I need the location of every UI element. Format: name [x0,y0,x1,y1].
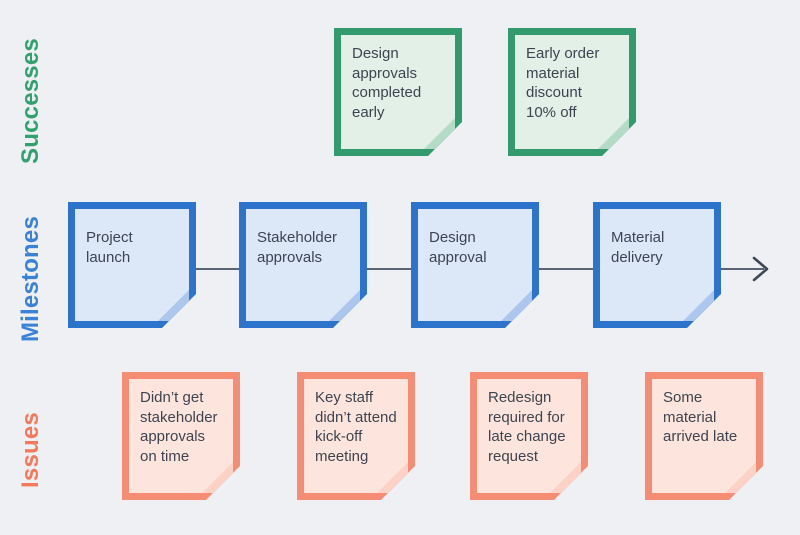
milestone-note-text: Material delivery [611,229,665,266]
milestone-note-surface: Design approval [411,202,539,328]
milestone-note[interactable]: Design approval [411,202,539,328]
milestone-note-body [75,209,189,321]
milestone-note[interactable]: Stakeholder approvals [239,202,367,328]
success-note[interactable]: Design approvals completed early [334,28,462,156]
milestone-note-text: Stakeholder approvals [257,229,338,266]
success-note-body [341,35,455,149]
issue-note-surface: Key staff didn’t attend kick-off meeting [297,372,415,500]
issue-note-body [304,379,408,493]
milestone-note-surface: Project launch [68,202,196,328]
issue-note-body [477,379,581,493]
issue-note[interactable]: Didn’t get stakeholder approvals on time [122,372,240,500]
success-note-text: Design approvals completed early [352,45,422,121]
timeline-connector [367,268,412,270]
milestone-note-body [418,209,532,321]
milestone-note-body [600,209,714,321]
row-label-successes: Successes [17,38,44,164]
timeline-connector [196,268,240,270]
milestone-note-surface: Stakeholder approvals [239,202,367,328]
row-label-issues: Issues [17,412,44,488]
milestone-note-text: Project launch [86,229,133,266]
issue-note[interactable]: Some material arrived late [645,372,763,500]
timeline-arrow-right-icon [716,256,769,282]
issue-note[interactable]: Redesign required for late change reques… [470,372,588,500]
success-note-surface: Design approvals completed early [334,28,462,156]
success-note[interactable]: Early order material discount 10% off [508,28,636,156]
issue-note-body [129,379,233,493]
issue-note-surface: Some material arrived late [645,372,763,500]
success-note-body [515,35,629,149]
success-note-text: Early order material discount 10% off [526,45,600,121]
issue-note-body [652,379,756,493]
milestone-note-text: Design approval [429,229,487,266]
issue-note-text: Redesign required for late change reques… [488,389,566,465]
timeline-connector [539,268,594,270]
milestone-note-surface: Material delivery [593,202,721,328]
issue-note-surface: Redesign required for late change reques… [470,372,588,500]
milestone-note[interactable]: Project launch [68,202,196,328]
issue-note-surface: Didn’t get stakeholder approvals on time [122,372,240,500]
issue-note-text: Some material arrived late [663,389,738,445]
success-note-surface: Early order material discount 10% off [508,28,636,156]
issue-note-text: Key staff didn’t attend kick-off meeting [315,389,397,465]
milestone-note-body [246,209,360,321]
row-label-milestones: Milestones [17,215,44,343]
milestone-note[interactable]: Material delivery [593,202,721,328]
issue-note[interactable]: Key staff didn’t attend kick-off meeting [297,372,415,500]
issue-note-text: Didn’t get stakeholder approvals on time [140,389,218,465]
